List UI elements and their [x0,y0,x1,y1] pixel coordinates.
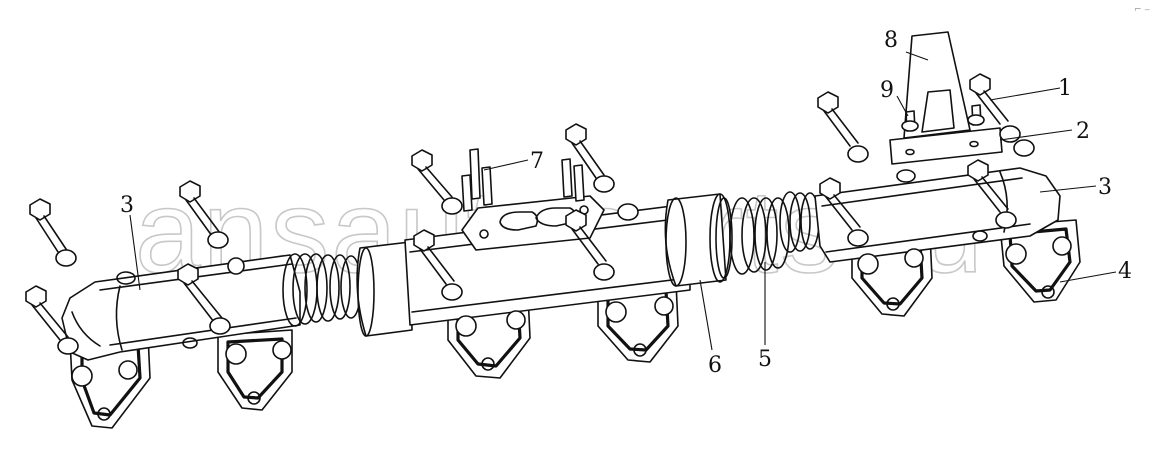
callout-labels: 1 2 3 4 5 6 7 8 9 3 [120,28,1132,378]
leader-3-left [129,214,141,291]
leader-4 [1059,271,1117,283]
callout-4: 4 [1118,259,1132,284]
studs-part-7 [461,148,585,212]
right-bolts [817,73,1072,275]
callout-9: 9 [880,78,894,103]
leader-2 [999,129,1073,141]
callout-8: 8 [884,28,898,53]
leader-6 [699,279,713,351]
leader-1 [989,87,1061,101]
left-manifold-body [61,254,301,361]
corner-mark: ⌐ ‒ [1134,5,1150,15]
callout-2: 2 [1076,119,1090,144]
callout-3-right: 3 [1098,175,1112,200]
leader-8 [905,51,929,61]
center-manifold-section [356,123,691,379]
callout-3-left: 3 [120,193,134,218]
callout-6: 6 [708,353,722,378]
leader-3-right [1039,185,1097,193]
left-bolts [25,180,292,387]
bracket-bolts-part-9 [901,104,985,132]
center-bolts [411,123,674,337]
callout-1: 1 [1058,76,1072,101]
bracket-part-8 [889,31,1003,165]
leader-7 [483,159,529,171]
left-manifold-section [25,180,301,429]
sleeve-part-6 [664,193,733,287]
turbo-outlet-flange [461,195,605,251]
leader-9 [896,95,909,117]
left-seal-rings [282,253,362,327]
callout-7: 7 [530,149,544,174]
leader-lines [129,51,1117,351]
callout-5: 5 [758,347,772,372]
right-manifold-section [814,31,1081,317]
